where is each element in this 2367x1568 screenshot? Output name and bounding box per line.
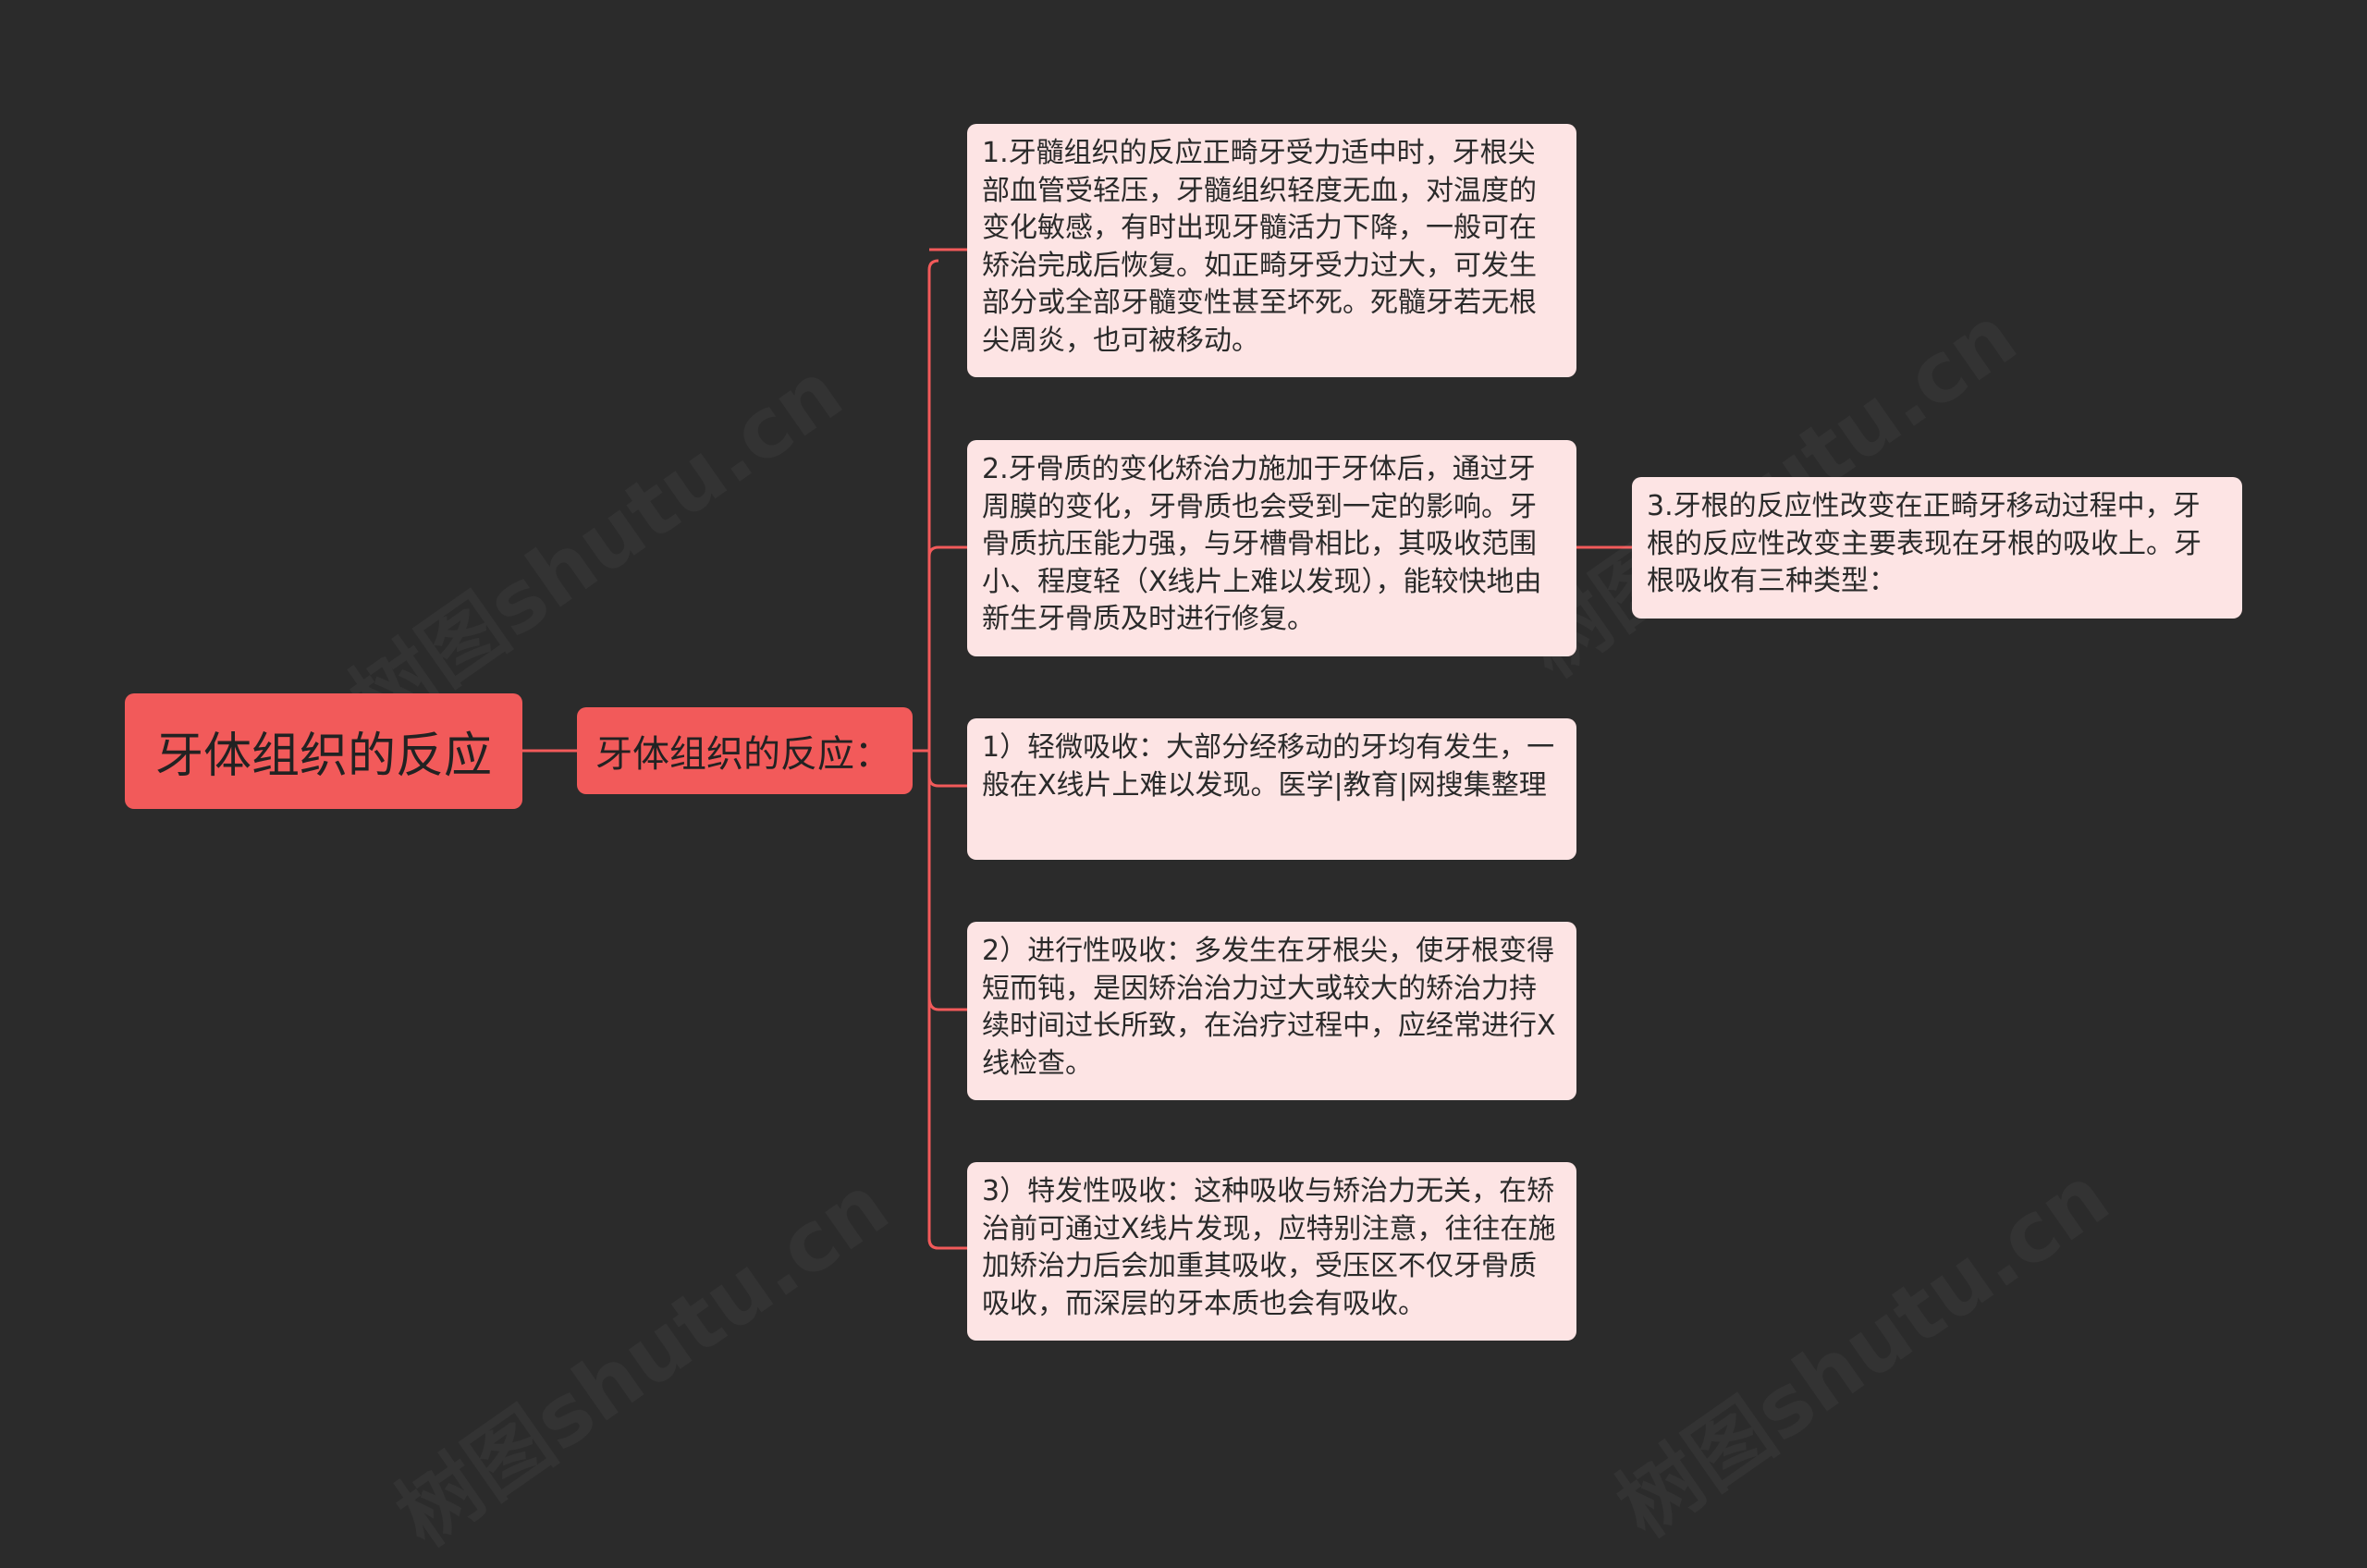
leaf-node-text: 1.牙髓组织的反应正畸牙受力适中时，牙根尖部血管受轻压，牙髓组织轻度无血，对温度… [982, 137, 1537, 357]
root-node[interactable]: 牙体组织的反应 [125, 693, 522, 809]
connector-lines [522, 248, 1632, 1250]
connector-to-child-4 [927, 996, 967, 1011]
connector-to-child-3 [927, 776, 967, 788]
leaf-node-1[interactable]: 1.牙髓组织的反应正畸牙受力适中时，牙根尖部血管受轻压，牙髓组织轻度无血，对温度… [967, 124, 1576, 377]
mindmap-canvas: 树图shutu.cn 树图shutu.cn 树图shutu.cn 树图shutu… [125, 124, 2242, 1341]
leaf-node-4[interactable]: 2）进行性吸收：多发生在牙根尖，使牙根变得短而钝，是因矫治治力过大或较大的矫治力… [967, 922, 1576, 1100]
leaf-node-text: 2）进行性吸收：多发生在牙根尖，使牙根变得短而钝，是因矫治治力过大或较大的矫治力… [982, 935, 1556, 1080]
leaf-node-text: 2.牙骨质的变化矫治力施加于牙体后，通过牙周膜的变化，牙骨质也会受到一定的影响。… [982, 453, 1542, 635]
connector-to-child-2 [927, 545, 967, 557]
leaf-node-2-child[interactable]: 3.牙根的反应性改变在正畸牙移动过程中，牙根的反应性改变主要表现在牙根的吸收上。… [1632, 477, 2242, 619]
leaf-node-2[interactable]: 2.牙骨质的变化矫治力施加于牙体后，通过牙周膜的变化，牙骨质也会受到一定的影响。… [967, 440, 1576, 656]
branch-node-label: 牙体组织的反应： [595, 733, 891, 776]
branch-node[interactable]: 牙体组织的反应： [577, 707, 913, 794]
connector-branch-trunk [913, 259, 939, 1250]
connector-to-child-5 [927, 1238, 967, 1250]
leaf-node-text: 3）特发性吸收：这种吸收与矫治力无关，在矫治前可通过X线片发现，应特别注意，往往… [982, 1175, 1556, 1320]
root-node-label: 牙体组织的反应 [154, 729, 492, 784]
leaf-node-text: 1）轻微吸收：大部分经移动的牙均有发生，一般在X线片上难以发现。医学|教育|网搜… [982, 731, 1555, 802]
leaf-node-5[interactable]: 3）特发性吸收：这种吸收与矫治力无关，在矫治前可通过X线片发现，应特别注意，往往… [967, 1162, 1576, 1341]
leaf-node-text: 3.牙根的反应性改变在正畸牙移动过程中，牙根的反应性改变主要表现在牙根的吸收上。… [1647, 490, 2201, 597]
leaf-node-3[interactable]: 1）轻微吸收：大部分经移动的牙均有发生，一般在X线片上难以发现。医学|教育|网搜… [967, 718, 1576, 860]
